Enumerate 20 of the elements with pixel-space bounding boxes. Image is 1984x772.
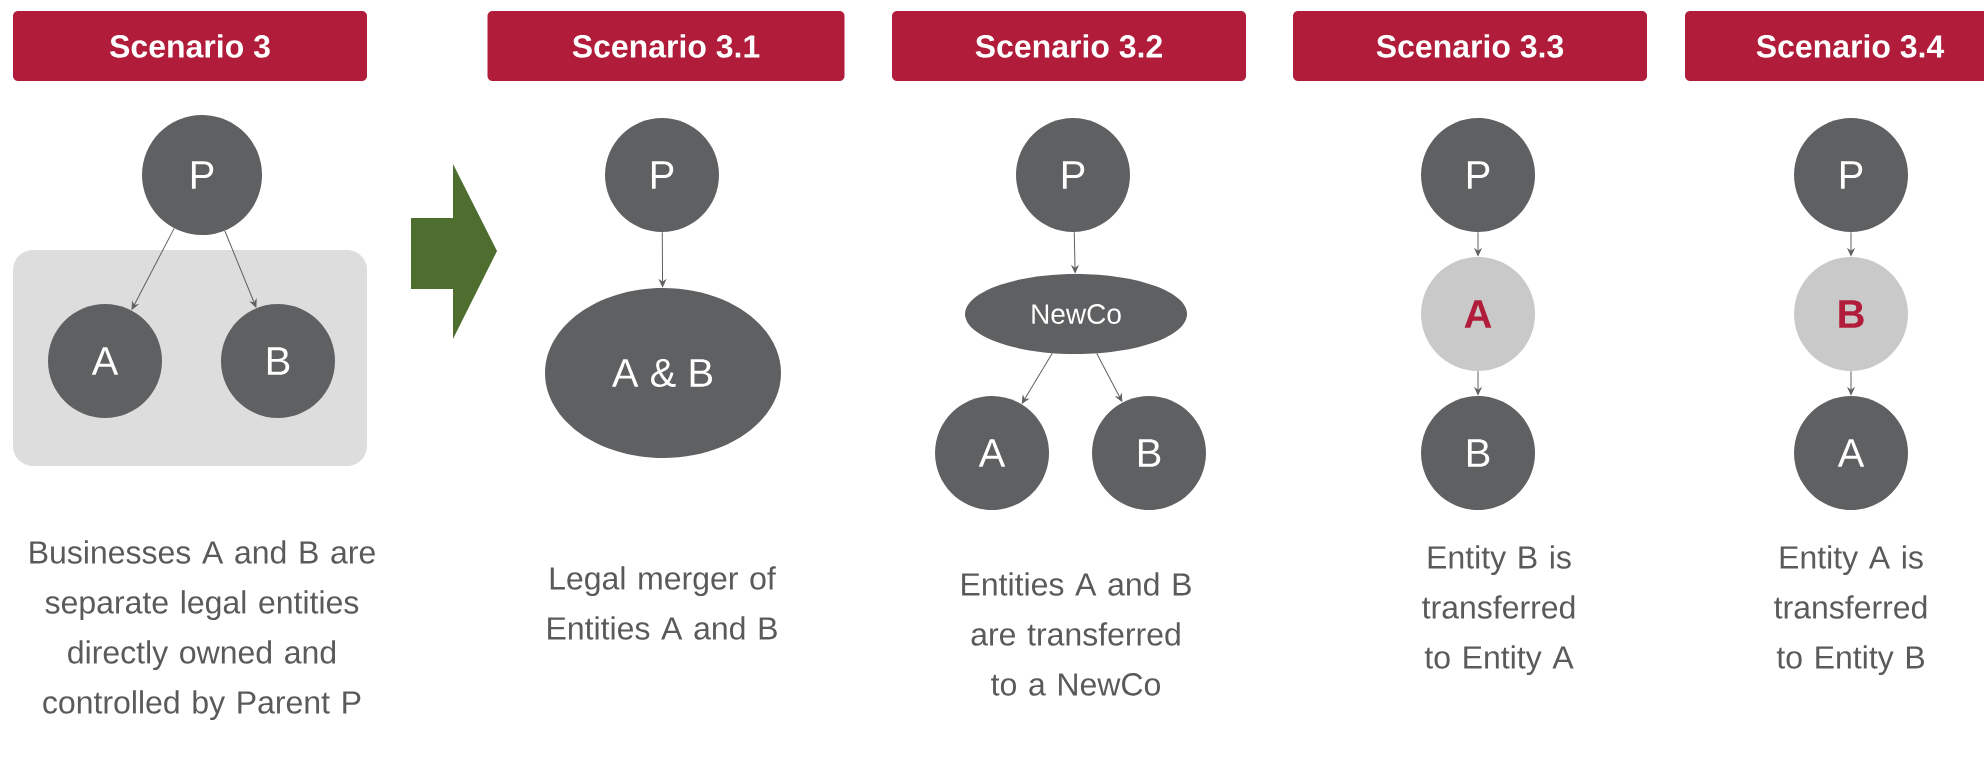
scenario-banner: Scenario 3.4 bbox=[1685, 11, 1984, 81]
scenario-banner: Scenario 3.3 bbox=[1293, 11, 1647, 81]
arrow bbox=[659, 231, 666, 288]
arrow bbox=[1021, 352, 1053, 404]
arrow bbox=[1474, 231, 1482, 257]
arrow bbox=[131, 227, 175, 310]
description-text: Entities A and B are transferred to a NewCo bbox=[962, 572, 1191, 696]
description-text: Entity A is transferred to Entity B bbox=[1774, 545, 1927, 676]
scenario-banner: Scenario 3.2 bbox=[892, 11, 1246, 81]
arrow bbox=[1474, 370, 1482, 396]
arrow bbox=[1071, 231, 1079, 274]
arrow bbox=[224, 230, 257, 308]
arrow bbox=[1847, 231, 1855, 257]
scenario-banner: Scenario 3 bbox=[13, 11, 367, 81]
arrow bbox=[1096, 353, 1123, 402]
description-text: Businesses A and B are separate legal entities directly owned and controlled by Parent P bbox=[30, 540, 375, 721]
scenario-banner: Scenario 3.1 bbox=[487, 11, 845, 81]
description-text: Legal merger of Entities A and B bbox=[548, 566, 777, 640]
description-text: Entity B is transferred to Entity A bbox=[1422, 545, 1575, 676]
arrow bbox=[1847, 370, 1855, 396]
